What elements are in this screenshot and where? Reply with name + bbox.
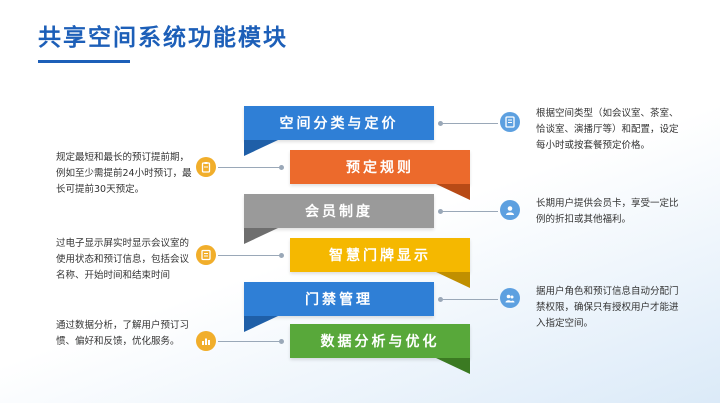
module-description: 过电子显示屏实时显示会议室的使用状态和预订信息，包括会议名称、开始时间和结束时间 [56, 238, 190, 281]
ribbon-membership: 会员制度 [244, 194, 434, 228]
title-underline [38, 60, 130, 63]
ribbon-label: 空间分类与定价 [279, 116, 399, 132]
connector-line [218, 165, 284, 170]
connector-line [218, 339, 284, 344]
module-description: 通过数据分析，了解用户预订习惯、偏好和反馈，优化服务。 [56, 320, 190, 347]
ribbon-access-control: 门禁管理 [244, 282, 434, 316]
connector-line [218, 253, 284, 258]
connector-line [438, 297, 498, 302]
module-description: 根据空间类型（如会议室、茶室、恰谈室、演播厅等）和配置，设定每小时或按套餐预定价… [536, 108, 679, 151]
clipboard-icon [196, 157, 216, 177]
page-title: 共享空间系统功能模块 [38, 25, 288, 51]
ribbon-label: 数据分析与优化 [320, 334, 440, 350]
ribbon-label: 智慧门牌显示 [329, 248, 431, 264]
ribbon-fold [244, 316, 278, 332]
ribbon-label: 预定规则 [346, 160, 414, 176]
ribbon-fold [436, 272, 470, 288]
users-icon [500, 288, 520, 308]
ribbon-fold [244, 228, 278, 244]
display-icon [196, 245, 216, 265]
connector-line [438, 209, 498, 214]
module-description: 规定最短和最长的预订提前期，例如至少需提前24小时预订，最长可提前30天预定。 [56, 152, 192, 195]
connector-line [438, 121, 498, 126]
member-icon [500, 200, 520, 220]
chart-icon [196, 331, 216, 351]
ribbon-data-analysis: 数据分析与优化 [290, 324, 470, 358]
module-description: 长期用户提供会员卡，享受一定比例的折扣或其他福利。 [536, 198, 679, 225]
ribbon-booking-rules: 预定规则 [290, 150, 470, 184]
document-icon [500, 112, 520, 132]
ribbon-smart-doorplate: 智慧门牌显示 [290, 238, 470, 272]
ribbon-space-pricing: 空间分类与定价 [244, 106, 434, 140]
ribbon-label: 门禁管理 [305, 292, 373, 308]
module-description: 据用户角色和预订信息自动分配门禁权限，确保只有授权用户才能进入指定空间。 [536, 286, 679, 329]
ribbon-fold [436, 358, 470, 374]
ribbon-fold [436, 184, 470, 200]
ribbon-fold [244, 140, 278, 156]
ribbon-label: 会员制度 [305, 204, 373, 220]
